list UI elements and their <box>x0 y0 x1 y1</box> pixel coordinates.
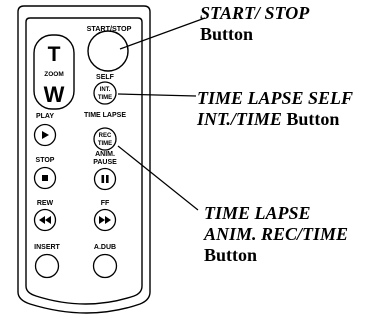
insert-button[interactable] <box>34 253 60 279</box>
zoom-wide-label: W <box>44 82 65 107</box>
pause-label: PAUSE <box>93 159 117 166</box>
start-stop-leader <box>119 17 206 50</box>
time-lapse-anim-callout-line2: ANIM. REC/TIME <box>204 224 349 244</box>
ff-label: FF <box>101 200 110 207</box>
time-lapse-anim-callout-line1: TIME LAPSE <box>204 203 311 223</box>
time-lapse-self-callout: TIME LAPSE SELF INT./TIME Button <box>197 88 353 130</box>
stop-label: STOP <box>36 157 55 164</box>
start-stop-callout-suffix: Button <box>200 24 254 44</box>
rec-time-button[interactable] <box>93 127 117 151</box>
zoom-tele-label: T <box>48 43 61 66</box>
stop-icon <box>42 175 48 181</box>
fast-forward-icon <box>99 216 111 224</box>
anim-label: ANIM. <box>95 151 115 158</box>
int-time-button[interactable] <box>93 81 117 105</box>
start-stop-callout-title: START/ STOP <box>200 3 310 23</box>
time-lapse-self-callout-line1: TIME LAPSE SELF <box>197 88 354 108</box>
int-time-label-line1: INT. <box>100 87 111 93</box>
time-lapse-anim-callout-suffix: Button <box>204 245 258 265</box>
adub-button[interactable] <box>92 253 118 279</box>
play-label: PLAY <box>36 113 54 120</box>
start-stop-label: START/STOP <box>87 24 132 33</box>
rec-time-label-line2: TIME <box>98 141 112 147</box>
insert-label: INSERT <box>34 244 60 251</box>
time-lapse-anim-leader <box>117 145 199 211</box>
pause-button[interactable] <box>93 167 117 191</box>
time-lapse-self-leader <box>117 93 197 97</box>
rewind-icon <box>39 216 51 224</box>
play-icon <box>42 131 49 139</box>
start-stop-callout: START/ STOP Button <box>200 3 309 45</box>
int-time-label-line2: TIME <box>98 95 112 101</box>
zoom-rocker[interactable] <box>33 34 75 110</box>
start-stop-button[interactable] <box>87 30 129 72</box>
pause-icon <box>101 175 109 183</box>
rec-time-label-line1: REC <box>99 133 112 139</box>
zoom-label: ZOOM <box>44 71 64 78</box>
rew-label: REW <box>37 200 54 207</box>
time-lapse-anim-callout: TIME LAPSE ANIM. REC/TIME Button <box>204 203 348 266</box>
self-label: SELF <box>96 74 115 81</box>
adub-label: A.DUB <box>94 244 116 251</box>
time-lapse-self-callout-line2: INT./TIME <box>197 109 282 129</box>
time-lapse-self-callout-suffix: Button <box>281 109 340 129</box>
leader-lines <box>117 17 206 211</box>
time-lapse-label: TIME LAPSE <box>84 112 126 119</box>
remote-body <box>17 5 151 314</box>
